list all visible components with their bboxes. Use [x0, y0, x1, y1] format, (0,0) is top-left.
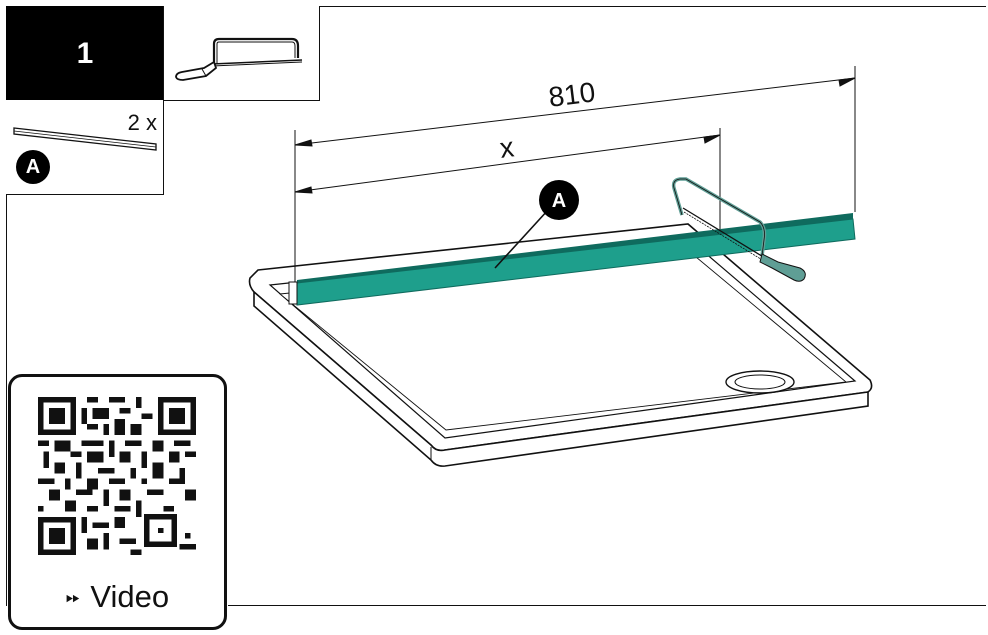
part-badge: A — [16, 150, 50, 184]
part-quantity: 2 x — [127, 110, 157, 135]
hacksaw-icon — [175, 37, 303, 81]
qr-modules — [38, 397, 196, 555]
video-qr-card[interactable]: ⏩︎ Video — [8, 374, 227, 630]
page-frame — [6, 6, 986, 606]
step-number-box: 1 — [6, 6, 164, 101]
tool-box — [163, 6, 320, 101]
bottom-rule — [228, 605, 986, 606]
rail-part-icon — [13, 127, 157, 151]
qr-finder-patterns — [38, 397, 196, 555]
video-label: Video — [90, 579, 170, 614]
step-number: 1 — [76, 36, 94, 70]
video-link[interactable]: ⏩︎ Video — [11, 579, 224, 615]
part-label: A — [25, 155, 41, 178]
fast-forward-icon: ⏩︎ — [65, 587, 81, 607]
part-box: 2 x A — [6, 100, 164, 195]
qr-code[interactable] — [38, 397, 196, 555]
